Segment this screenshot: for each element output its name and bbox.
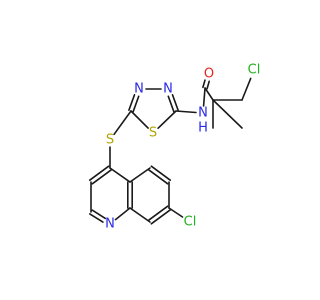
- atom-label-h: H: [198, 121, 208, 136]
- single-bond-nh-c2t: [175, 110, 197, 114]
- double-bond-n1-c5t-a: [128, 94, 136, 111]
- single-bond-c5t-s2: [113, 110, 132, 136]
- double-bond-ccarb-o-a: [206, 80, 210, 90]
- double-bond-c2q-n3-b: [91, 209, 107, 220]
- atom-label-n2: N: [163, 82, 173, 97]
- atom-label-cl2: Cl: [184, 215, 197, 230]
- single-bond-cq-me1: [212, 99, 243, 129]
- atom-label-s1: S: [149, 126, 157, 141]
- single-bond-cq-ccarb: [204, 87, 214, 101]
- bond-layer: [88, 77, 252, 225]
- single-bond-cl1-ch2: [241, 77, 252, 101]
- single-bond-s1-c2t: [157, 110, 177, 129]
- double-bond-c5q-c6q-a: [147, 169, 169, 185]
- atom-label-n1: N: [134, 82, 144, 97]
- double-bond-c2t-n2-b: [167, 95, 175, 113]
- double-bond-c5q-c6q-b: [150, 165, 172, 181]
- single-bond-c5t-s1: [130, 110, 149, 129]
- single-bond-ccarb-nh: [202, 87, 206, 107]
- atom-label-o: O: [204, 67, 214, 82]
- single-bond-c4aq-c4q: [109, 167, 131, 183]
- double-bond-c2t-n2-a: [171, 94, 179, 111]
- single-bond-n3-c8aq: [114, 207, 131, 221]
- double-bond-c4q-c3q-b: [91, 169, 113, 185]
- atom-label-nh: N: [198, 106, 208, 121]
- single-bond-c8q-c8aq: [129, 207, 151, 223]
- double-bond-c2q-n3-a: [89, 213, 104, 223]
- double-bond-c4q-c3q-a: [88, 165, 110, 181]
- double-bond-ccarb-o-b: [202, 79, 206, 89]
- atom-label-cl1: Cl: [248, 63, 261, 78]
- double-bond-c7q-c8q-a: [147, 205, 169, 221]
- single-bond-c4aq-c5q: [129, 167, 151, 183]
- double-bond-c7q-c8q-b: [150, 209, 172, 225]
- atom-label-s2: S: [106, 133, 114, 148]
- single-bond-c7q-cl2: [168, 207, 184, 218]
- atom-label-n3: N: [105, 217, 115, 232]
- double-bond-n1-c5t-b: [132, 95, 140, 113]
